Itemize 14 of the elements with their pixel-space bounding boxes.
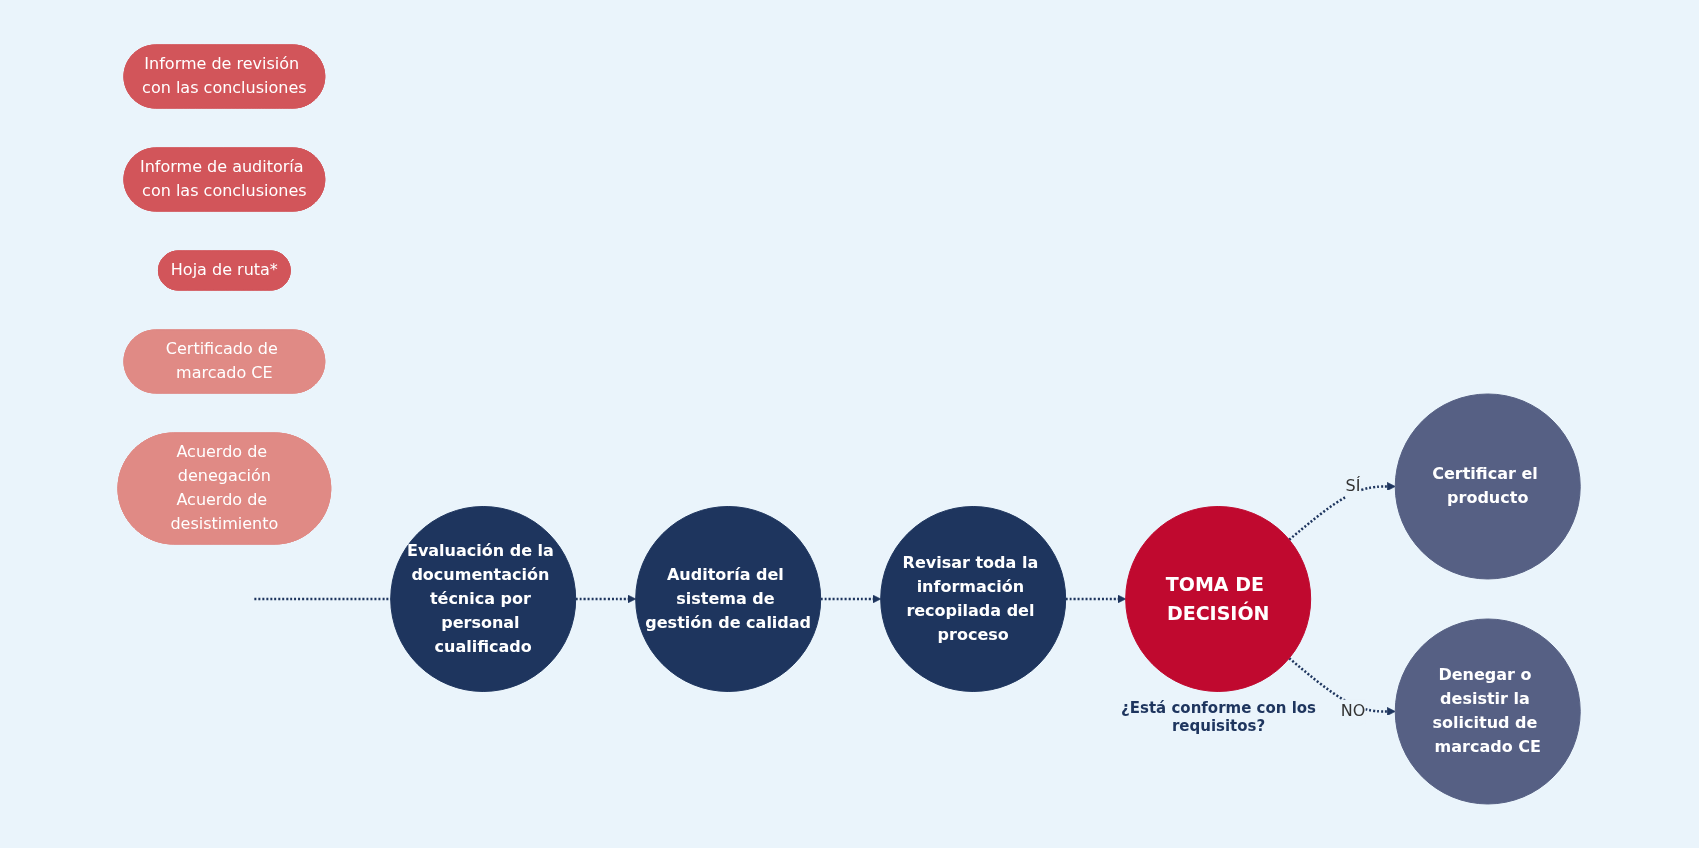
node-circle: Auditoría del sistema de gestión de calidad — [635, 505, 822, 692]
node-circle: Denegar o desistir la solicitud de marcado CE — [1395, 618, 1582, 804]
arrow — [1288, 656, 1396, 716]
arrow — [1288, 481, 1396, 541]
arrow — [1066, 594, 1127, 603]
node-circle: TOMA DE DECISIÓN — [1125, 505, 1312, 692]
arrow — [821, 594, 882, 603]
arrow — [576, 594, 637, 603]
node-circle: Revisar toda la información recopilada del proceso — [880, 505, 1067, 692]
node-circle: Certificar el producto — [1395, 393, 1582, 579]
edge-label: NO — [1341, 700, 1366, 720]
edge-label: SÍ — [1345, 475, 1361, 495]
question-text: ¿Está conforme con los requisitos? — [1120, 699, 1318, 735]
node-circle: Evaluación de la documentación técnica por personal cualificado — [390, 505, 577, 692]
